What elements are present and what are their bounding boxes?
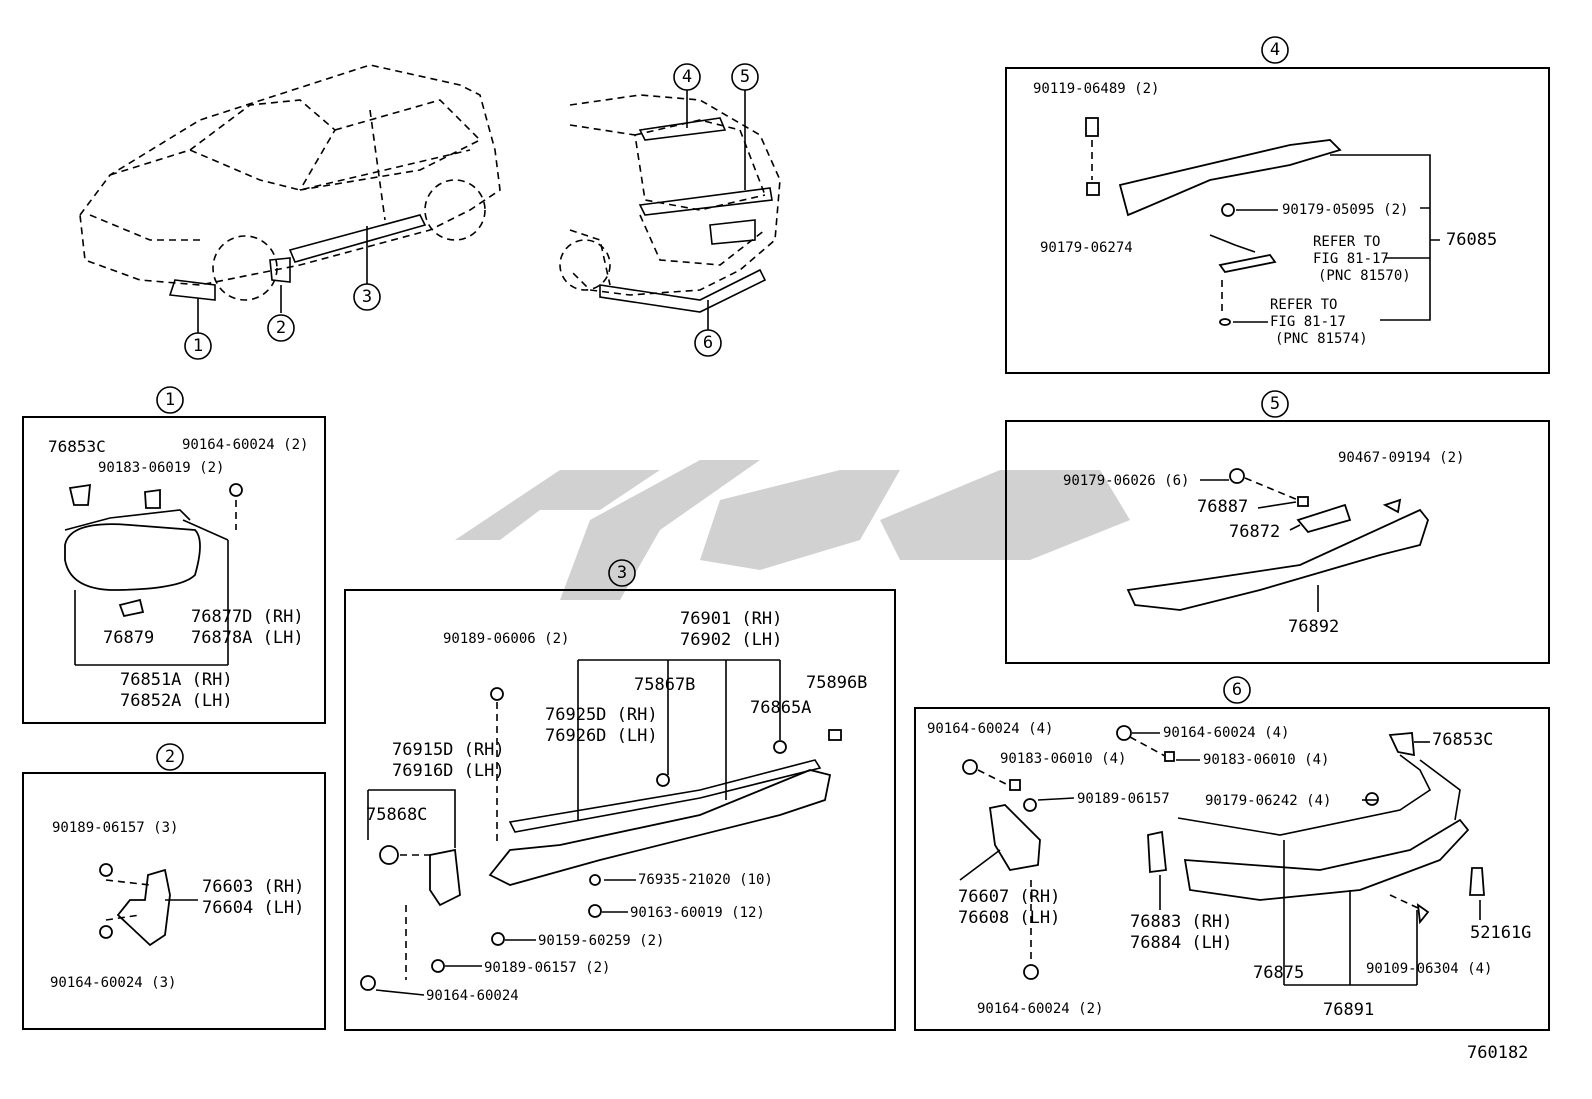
label-76915d: 76915D (RH) xyxy=(392,740,505,760)
rear-bumper-spoiler-part xyxy=(1126,508,1430,611)
svg-text:5: 5 xyxy=(1270,394,1280,414)
label-90189-06157-p6: 90189-06157 xyxy=(1077,791,1170,807)
watermark-logo xyxy=(455,460,1130,600)
rear-spoiler-part xyxy=(1118,139,1342,217)
label-76879: 76879 xyxy=(103,628,154,648)
label-76604: 76604 (LH) xyxy=(202,898,304,918)
label-90164-60024-a: 90164-60024 (4) xyxy=(927,721,1053,737)
label-90179-06026: 90179-06026 (6) xyxy=(1063,473,1189,489)
mudflap-part xyxy=(116,868,171,947)
label-90189-06157-p3: 90189-06157 (2) xyxy=(484,960,610,976)
callout-lines-front xyxy=(197,226,368,333)
label-76851a: 76851A (RH) xyxy=(120,670,233,690)
label-90179-06274: 90179-06274 xyxy=(1040,240,1133,256)
label-76925d: 76925D (RH) xyxy=(545,705,658,725)
mudguard-front-part xyxy=(64,523,201,591)
label-76865a: 76865A xyxy=(750,698,811,718)
label-75896b: 75896B xyxy=(806,673,867,693)
svg-text:4: 4 xyxy=(682,67,692,87)
label-76883: 76883 (RH) xyxy=(1130,912,1232,932)
label-76892: 76892 xyxy=(1288,617,1339,637)
label-76926d: 76926D (LH) xyxy=(545,726,658,746)
label-90164-60024-e: 90164-60024 (2) xyxy=(977,1001,1103,1017)
label-76902: 76902 (LH) xyxy=(680,630,782,650)
label-90164-60024: 90164-60024 (2) xyxy=(182,437,308,453)
drawing-number: 760182 xyxy=(1467,1043,1528,1063)
label-90183-06019: 90183-06019 (2) xyxy=(98,460,224,476)
label-76608: 76608 (LH) xyxy=(958,908,1060,928)
label-76085: 76085 xyxy=(1446,230,1497,250)
rear-bumper-cover-part xyxy=(1183,818,1470,901)
svg-text:1: 1 xyxy=(165,390,175,410)
label-90164-60024-p3: 90164-60024 xyxy=(426,988,519,1004)
label-76852a: 76852A (LH) xyxy=(120,691,233,711)
panel-5: 5 90179-06026 (6) 90467-09194 (2) 76887 … xyxy=(1005,390,1550,664)
label-76853c: 76853C xyxy=(48,437,106,456)
car-overview-rear xyxy=(559,94,781,313)
callout-4-top: 4 xyxy=(673,63,701,91)
svg-text:6: 6 xyxy=(1232,680,1242,700)
callout-2-top: 2 xyxy=(267,314,295,342)
label-90183-06010-b: 90183-06010 (4) xyxy=(1203,752,1329,768)
label-76875: 76875 xyxy=(1253,963,1304,983)
label-76872: 76872 xyxy=(1229,522,1280,542)
label-76901: 76901 (RH) xyxy=(680,609,782,629)
label-90467-09194: 90467-09194 (2) xyxy=(1338,450,1464,466)
label-90119-06489: 90119-06489 (2) xyxy=(1033,81,1159,97)
side-sill-part xyxy=(488,769,832,886)
label-90163-60019: 90163-60019 (12) xyxy=(630,905,765,921)
svg-text:2: 2 xyxy=(165,747,175,767)
label-90164-60024-p2: 90164-60024 (3) xyxy=(50,975,176,991)
label-76607: 76607 (RH) xyxy=(958,887,1060,907)
label-76935-21020: 76935-21020 (10) xyxy=(638,872,773,888)
callout-1-top: 1 xyxy=(184,332,212,360)
svg-text:2: 2 xyxy=(276,318,286,338)
label-90183-06010-a: 90183-06010 (4) xyxy=(1000,751,1126,767)
label-52161g: 52161G xyxy=(1470,923,1531,943)
label-76853c-p6: 76853C xyxy=(1432,730,1493,750)
label-refer1-b: FIG 81-17 xyxy=(1313,251,1389,267)
label-76916d: 76916D (LH) xyxy=(392,761,505,781)
label-90159-60259: 90159-60259 (2) xyxy=(538,933,664,949)
label-refer1-a: REFER TO xyxy=(1313,234,1380,250)
panel-1: 1 76853C 90164-60024 (2) 90183-06019 (2)… xyxy=(22,386,326,724)
callout-lines-rear xyxy=(686,90,746,330)
label-76884: 76884 (LH) xyxy=(1130,933,1232,953)
label-76877d: 76877D (RH) xyxy=(191,607,304,627)
label-90189-06157: 90189-06157 (3) xyxy=(52,820,178,836)
svg-text:3: 3 xyxy=(617,563,627,583)
car-overview-front xyxy=(79,64,501,301)
label-90164-60024-b: 90164-60024 (4) xyxy=(1163,725,1289,741)
svg-text:1: 1 xyxy=(193,336,203,356)
label-75868c: 75868C xyxy=(366,805,427,825)
svg-text:5: 5 xyxy=(740,67,750,87)
callout-6-top: 6 xyxy=(694,329,722,357)
label-76891: 76891 xyxy=(1323,1000,1374,1020)
svg-text:3: 3 xyxy=(362,287,372,307)
label-refer2-c: (PNC 81574) xyxy=(1275,331,1368,347)
label-refer1-c: (PNC 81570) xyxy=(1318,268,1411,284)
panel-3: 3 90189-06006 (2) 76901 (RH) 76902 (LH) … xyxy=(344,559,896,1031)
label-90179-06242: 90179-06242 (4) xyxy=(1205,793,1331,809)
callout-5-top: 5 xyxy=(731,63,759,91)
svg-text:6: 6 xyxy=(703,333,713,353)
svg-text:4: 4 xyxy=(1270,40,1280,60)
panel-4: 4 90119-06489 (2) 90179-05095 (2) 90179-… xyxy=(1005,36,1550,374)
label-refer2-a: REFER TO xyxy=(1270,297,1337,313)
label-76887: 76887 xyxy=(1197,497,1248,517)
label-76603: 76603 (RH) xyxy=(202,877,304,897)
callout-3-top: 3 xyxy=(353,283,381,311)
label-90189-06006: 90189-06006 (2) xyxy=(443,631,569,647)
panel-2: 2 90189-06157 (3) 76603 (RH) 76604 (LH) … xyxy=(22,743,326,1030)
label-75867b: 75867B xyxy=(634,675,695,695)
label-refer2-b: FIG 81-17 xyxy=(1270,314,1346,330)
label-90109-06304: 90109-06304 (4) xyxy=(1366,961,1492,977)
label-90179-05095: 90179-05095 (2) xyxy=(1282,202,1408,218)
label-76878a: 76878A (LH) xyxy=(191,628,304,648)
panel-6: 6 90164-60024 (4) 90164-60024 (4 xyxy=(914,676,1550,1031)
